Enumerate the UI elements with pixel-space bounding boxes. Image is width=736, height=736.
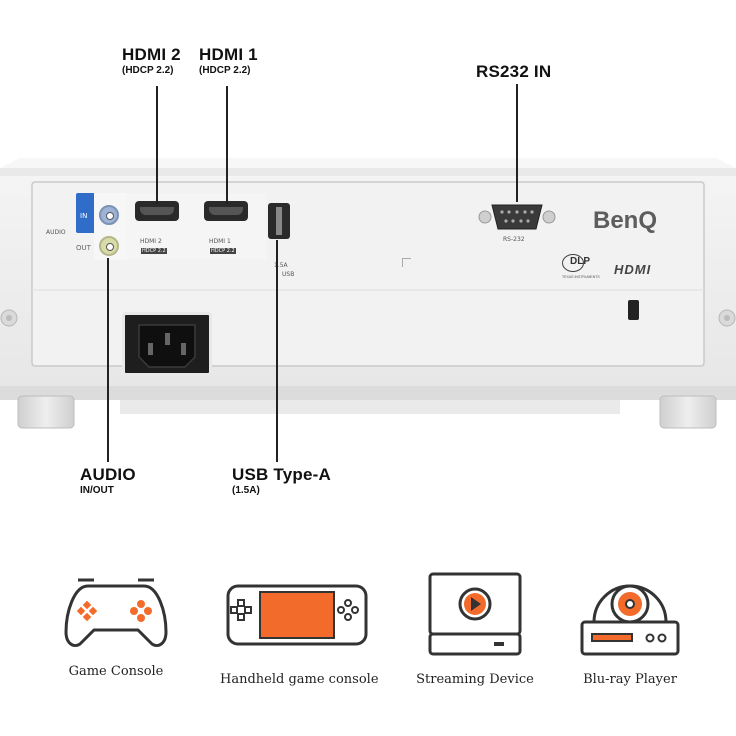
hdmi1-port: [204, 201, 248, 221]
callout-hdmi2-sub: (HDCP 2.2): [122, 65, 174, 76]
leader-audio: [107, 258, 109, 462]
leader-hdmi1: [226, 86, 228, 204]
bluray-player-icon: [580, 566, 680, 658]
device-label-streaming: Streaming Device: [416, 672, 534, 687]
leader-usb: [276, 240, 278, 462]
audio-out-label: OUT: [76, 244, 91, 252]
callout-hdmi2-title: HDMI 2: [122, 45, 181, 64]
gamepad-icon: [62, 578, 170, 652]
streaming-device-icon: [428, 572, 522, 658]
audio-in-jack: [99, 205, 119, 225]
rs232-panel-label: RS-232: [503, 236, 525, 243]
rs232-port: [478, 200, 556, 234]
callout-audio: AUDIO IN/OUT: [80, 465, 136, 496]
callout-audio-sub: IN/OUT: [80, 485, 114, 496]
device-label-game-console: Game Console: [68, 664, 164, 679]
callout-hdmi1-title: HDMI 1: [199, 45, 258, 64]
hdcp-tag-1: HDCP 2.2: [210, 248, 236, 254]
callout-hdmi1: HDMI 1 (HDCP 2.2): [199, 45, 271, 76]
hdmi2-port: [135, 201, 179, 221]
hdmi2-panel-label: HDMI 2: [140, 238, 162, 245]
hdmi1-panel-label: HDMI 1: [209, 238, 231, 245]
benq-logo: BenQ: [593, 207, 658, 234]
power-socket: [122, 312, 212, 376]
callout-rs232: RS232 IN: [476, 62, 552, 81]
callout-usb: USB Type-A (1.5A): [232, 465, 331, 496]
security-slot: [628, 300, 639, 320]
small-mark: [402, 258, 411, 267]
callout-audio-title: AUDIO: [80, 465, 136, 484]
callout-hdmi1-sub: (HDCP 2.2): [199, 65, 251, 76]
usb-current-label: 1.5A: [274, 262, 288, 269]
handheld-console-icon: [226, 584, 368, 646]
audio-panel-label: AUDIO: [46, 229, 66, 236]
leader-rs232: [516, 84, 518, 202]
audio-in-label: IN: [80, 212, 88, 220]
callout-usb-title: USB Type-A: [232, 465, 331, 484]
leader-hdmi2: [156, 86, 158, 204]
hdcp-tag-2: HDCP 2.2: [141, 248, 167, 254]
callout-hdmi2: HDMI 2 (HDCP 2.2): [122, 45, 194, 76]
device-label-handheld: Handheld game console: [220, 672, 379, 687]
usb-port: [268, 203, 290, 239]
audio-out-jack: [99, 236, 119, 256]
callout-usb-sub: (1.5A): [232, 485, 260, 496]
device-label-bluray: Blu-ray Player: [583, 672, 677, 687]
dlp-logo: DLP TEXAS INSTRUMENTS: [562, 254, 600, 279]
usb-panel-label: USB: [282, 271, 295, 278]
hdmi-logo: HDMI: [614, 262, 652, 277]
